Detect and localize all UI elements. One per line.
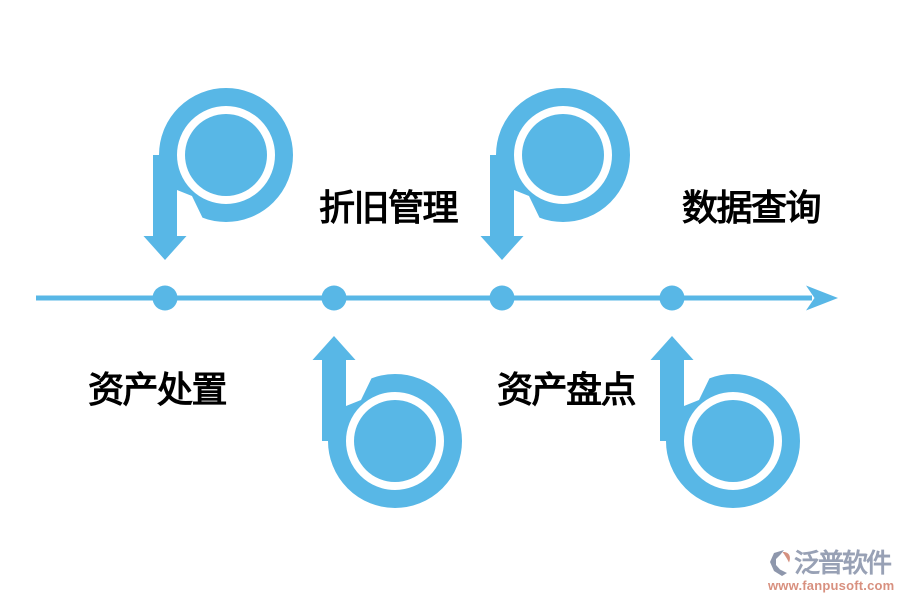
- p-loop-arrow-down-icon-step-3: [481, 97, 622, 260]
- watermark: 泛普软件 www.fanpusoft.com: [768, 548, 894, 592]
- step-label-depreciation-management: 折旧管理: [319, 187, 459, 228]
- timeline-dot-step-1: [152, 285, 178, 311]
- timeline-dot-step-3: [489, 285, 515, 311]
- timeline-arrowhead-icon: [806, 285, 838, 311]
- b-loop-arrow-up-icon-step-2: [313, 336, 454, 499]
- watermark-url: www.fanpusoft.com: [768, 578, 895, 593]
- p-loop-arrow-down-icon-step-1: [144, 97, 285, 260]
- fanpu-logo-icon: [770, 550, 790, 576]
- step-label-data-query: 数据查询: [682, 187, 822, 228]
- timeline-dot-step-4: [659, 285, 685, 311]
- timeline-dot-step-2: [321, 285, 347, 311]
- step-label-asset-inventory: 资产盘点: [497, 369, 637, 410]
- watermark-brand-name: 泛普软件: [794, 548, 892, 578]
- step-label-asset-disposal: 资产处置: [88, 369, 228, 410]
- b-loop-arrow-up-icon-step-4: [651, 336, 792, 499]
